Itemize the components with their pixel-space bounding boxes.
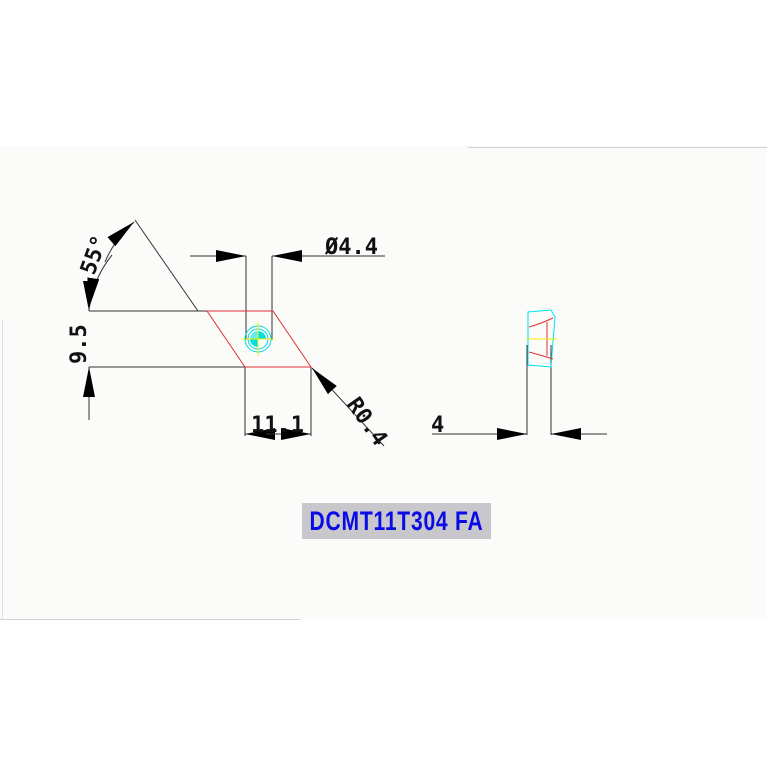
hole-symbol: [242, 322, 274, 356]
angle-arc-lower: [87, 254, 113, 309]
hole-diameter-label: Ø4.4: [324, 235, 378, 260]
side-view: [526, 309, 557, 368]
corner-radius-label: R0.4: [341, 393, 392, 451]
inscribed-circle-label: 9.5: [67, 324, 92, 364]
radius-leader: [311, 367, 385, 447]
angle-arc-upper: [104, 221, 135, 263]
angle-label: 55°: [76, 232, 113, 278]
thickness-label: 4: [431, 413, 444, 438]
angle-extension-line: [134, 219, 199, 312]
part-code-text: DCMT11T304 FA: [309, 505, 484, 536]
part-code-label: DCMT11T304 FA: [302, 503, 491, 539]
insert-outline: [206, 310, 312, 368]
edge-length-label: 11.1: [251, 413, 304, 438]
